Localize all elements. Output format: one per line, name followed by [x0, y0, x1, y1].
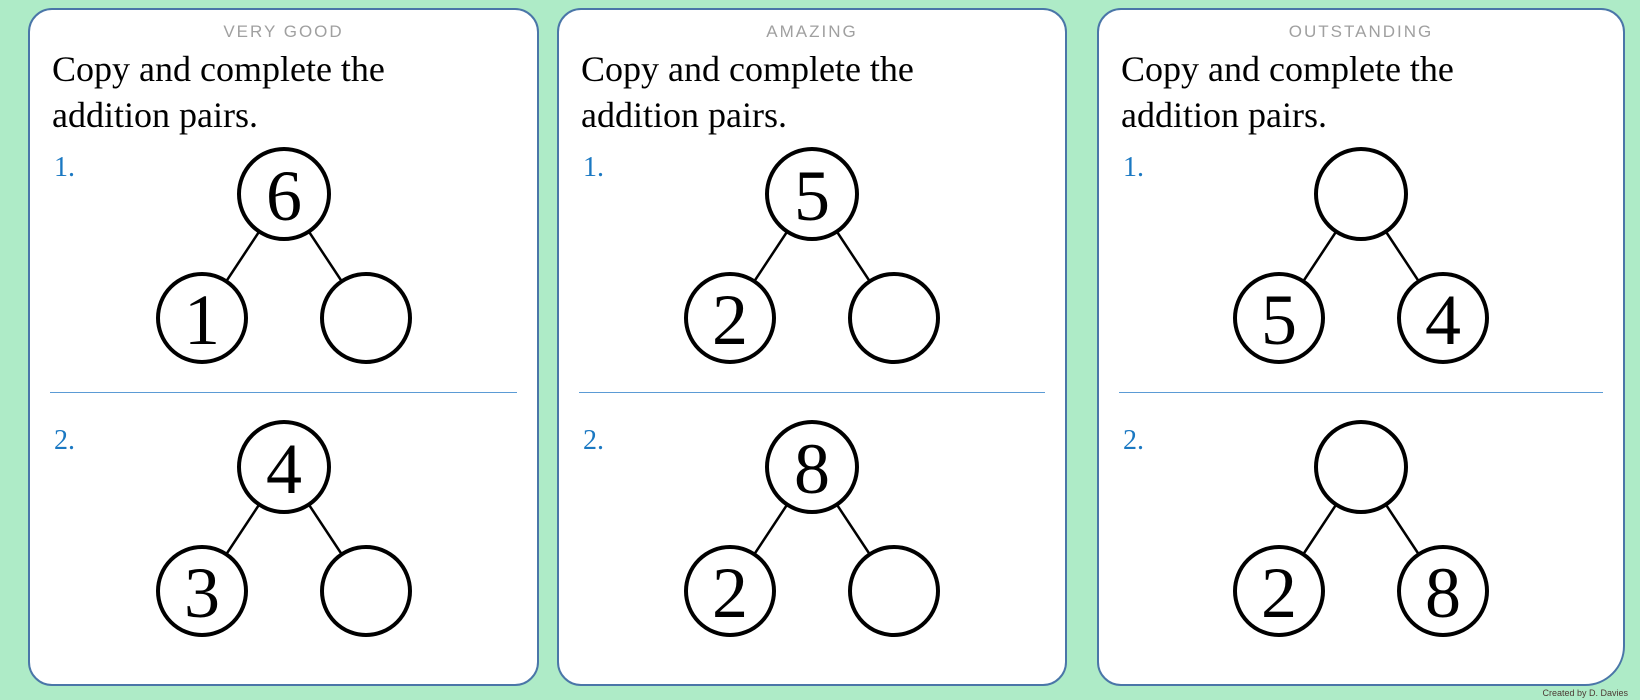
bond-left-circle — [1233, 272, 1325, 365]
card-title-line2: addition pairs. — [52, 95, 258, 136]
card-title: Copy and complete the addition pairs. — [581, 46, 1047, 138]
number-bond-diagram: 8 2 — [684, 420, 940, 638]
bond-top-circle — [765, 147, 859, 242]
problem-number-label: 2. — [1123, 425, 1144, 457]
number-bond-diagram: 5 4 — [1233, 147, 1489, 365]
problem-number-label: 1. — [54, 152, 75, 184]
bond-top-value: 8 — [794, 429, 830, 509]
bond-top-value: 4 — [266, 429, 302, 509]
card-title-line1: Copy and complete the — [581, 49, 914, 89]
card-title-line2: addition pairs. — [1121, 95, 1327, 136]
bond-left-circle — [1233, 545, 1325, 638]
bond-left-circle — [684, 545, 776, 638]
credit-text: Created by D. Davies — [1542, 688, 1628, 698]
worksheet-card-very-good: VERY GOOD Copy and complete the addition… — [28, 8, 539, 686]
problem-divider — [579, 392, 1045, 394]
card-header-label: OUTSTANDING — [1288, 22, 1434, 41]
problem-2: 2. 2 8 — [1099, 419, 1623, 665]
bond-top-circle — [236, 420, 331, 515]
bond-right-circle — [319, 545, 412, 638]
bond-left-circle — [684, 272, 776, 365]
bond-right-circle — [1397, 545, 1489, 638]
problem-1: 1. 6 1 — [30, 146, 537, 392]
problem-number-label: 1. — [583, 152, 604, 184]
problem-number-label: 2. — [583, 425, 604, 457]
bond-left-circle — [155, 545, 248, 638]
bond-right-circle — [848, 272, 940, 365]
bond-left-value: 1 — [184, 280, 220, 360]
bond-top-value: 6 — [266, 156, 302, 236]
card-title-line1: Copy and complete the — [1121, 49, 1454, 89]
bond-right-value: 8 — [1425, 553, 1461, 633]
card-title: Copy and complete the addition pairs. — [1121, 46, 1605, 138]
worksheet-card-outstanding: OUTSTANDING Copy and complete the additi… — [1097, 8, 1625, 686]
bond-top-value: 5 — [794, 156, 830, 236]
bond-left-circle — [155, 272, 248, 365]
problem-1: 1. 5 2 — [559, 146, 1065, 392]
bond-left-value: 2 — [712, 280, 748, 360]
problem-divider — [1119, 392, 1603, 394]
card-header-label: AMAZING — [766, 22, 858, 41]
number-bond-diagram: 2 8 — [1233, 420, 1489, 638]
problem-divider — [50, 392, 517, 394]
problem-2: 2. 8 2 — [559, 419, 1065, 665]
number-bond-diagram: 6 1 — [155, 147, 412, 365]
problem-1: 1. 5 4 — [1099, 146, 1623, 392]
bond-left-value: 2 — [1261, 553, 1297, 633]
problem-2: 2. 4 3 — [30, 419, 537, 665]
bond-top-circle — [765, 420, 859, 515]
number-bond-diagram: 4 3 — [155, 420, 412, 638]
bond-left-value: 2 — [712, 553, 748, 633]
bond-left-value: 3 — [184, 553, 220, 633]
bond-left-value: 5 — [1261, 280, 1297, 360]
problem-number-label: 1. — [1123, 152, 1144, 184]
bond-top-circle — [1314, 147, 1408, 242]
bond-top-circle — [1314, 420, 1408, 515]
worksheet-card-amazing: AMAZING Copy and complete the addition p… — [557, 8, 1067, 686]
card-title-line2: addition pairs. — [581, 95, 787, 136]
bond-right-circle — [319, 272, 412, 365]
problem-number-label: 2. — [54, 425, 75, 457]
bond-top-circle — [236, 147, 331, 242]
card-title: Copy and complete the addition pairs. — [52, 46, 519, 138]
bond-right-circle — [1397, 272, 1489, 365]
card-header-label: VERY GOOD — [223, 22, 344, 41]
card-title-line1: Copy and complete the — [52, 49, 385, 89]
number-bond-diagram: 5 2 — [684, 147, 940, 365]
bond-right-circle — [848, 545, 940, 638]
bond-right-value: 4 — [1425, 280, 1461, 360]
